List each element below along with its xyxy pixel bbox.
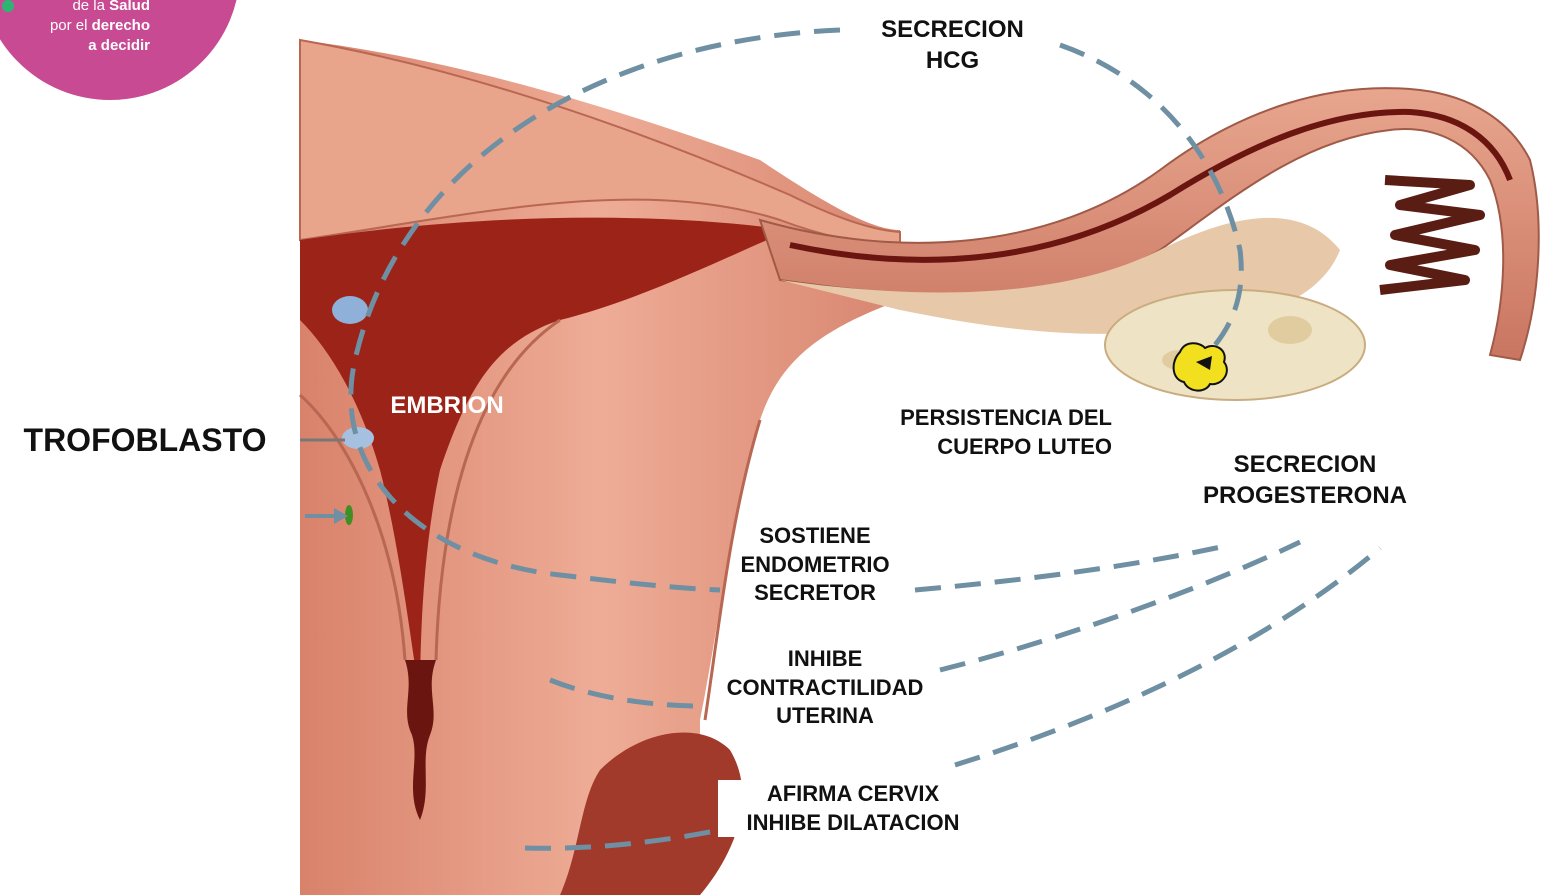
badge-line-3: a decidir bbox=[0, 36, 150, 56]
label-line: PERSISTENCIA DEL bbox=[847, 404, 1112, 433]
label-line: ENDOMETRIO bbox=[715, 551, 915, 580]
badge-line-2-strong: derecho bbox=[92, 17, 150, 34]
contractilidad-link bbox=[940, 542, 1300, 670]
label-secrecion-hcg: SECRECION HCG bbox=[850, 14, 1055, 76]
label-sostiene-endometrio: SOSTIENE ENDOMETRIO SECRETOR bbox=[715, 522, 915, 608]
badge-line-2: por el derecho bbox=[0, 16, 150, 36]
embryo-cell bbox=[342, 427, 374, 449]
label-trofoblasto: TROFOBLASTO bbox=[10, 420, 280, 462]
badge-line-2-prefix: por el bbox=[50, 17, 92, 34]
label-secrecion-progesterona: SECRECION PROGESTERONA bbox=[1180, 449, 1430, 511]
badge-line-1: de la Salud bbox=[0, 0, 150, 16]
sostiene-link bbox=[915, 545, 1230, 590]
fimbriae bbox=[1380, 180, 1480, 290]
label-line: CUERPO LUTEO bbox=[847, 433, 1112, 462]
badge-line-3-strong: a decidir bbox=[88, 37, 150, 54]
badge-line-1-prefix: de la bbox=[72, 0, 109, 14]
label-line: SECRECION bbox=[1180, 449, 1430, 480]
brand-badge-text: de la Salud por el derecho a decidir bbox=[0, 0, 150, 56]
label-line: PROGESTERONA bbox=[1180, 480, 1430, 511]
label-line: SECRETOR bbox=[715, 579, 915, 608]
label-afirma-cervix: AFIRMA CERVIX INHIBE DILATACION bbox=[718, 780, 988, 837]
label-line: CONTRACTILIDAD bbox=[705, 674, 945, 703]
badge-line-1-strong: Salud bbox=[109, 0, 150, 14]
label-cuerpo-luteo: PERSISTENCIA DEL CUERPO LUTEO bbox=[845, 402, 1114, 463]
label-line: SOSTIENE bbox=[715, 522, 915, 551]
embryo-cell bbox=[332, 296, 368, 324]
label-line: INHIBE DILATACION bbox=[718, 809, 988, 838]
label-line: UTERINA bbox=[705, 702, 945, 731]
label-line: AFIRMA CERVIX bbox=[718, 780, 988, 809]
label-inhibe-contractilidad: INHIBE CONTRACTILIDAD UTERINA bbox=[705, 645, 945, 731]
label-embrion: EMBRION bbox=[372, 390, 522, 421]
label-line: TROFOBLASTO bbox=[10, 420, 280, 462]
ovary-follicle bbox=[1268, 316, 1312, 344]
label-line: INHIBE bbox=[705, 645, 945, 674]
label-line: EMBRION bbox=[372, 390, 522, 421]
label-line: SECRECION bbox=[850, 14, 1055, 45]
label-line: HCG bbox=[850, 45, 1055, 76]
